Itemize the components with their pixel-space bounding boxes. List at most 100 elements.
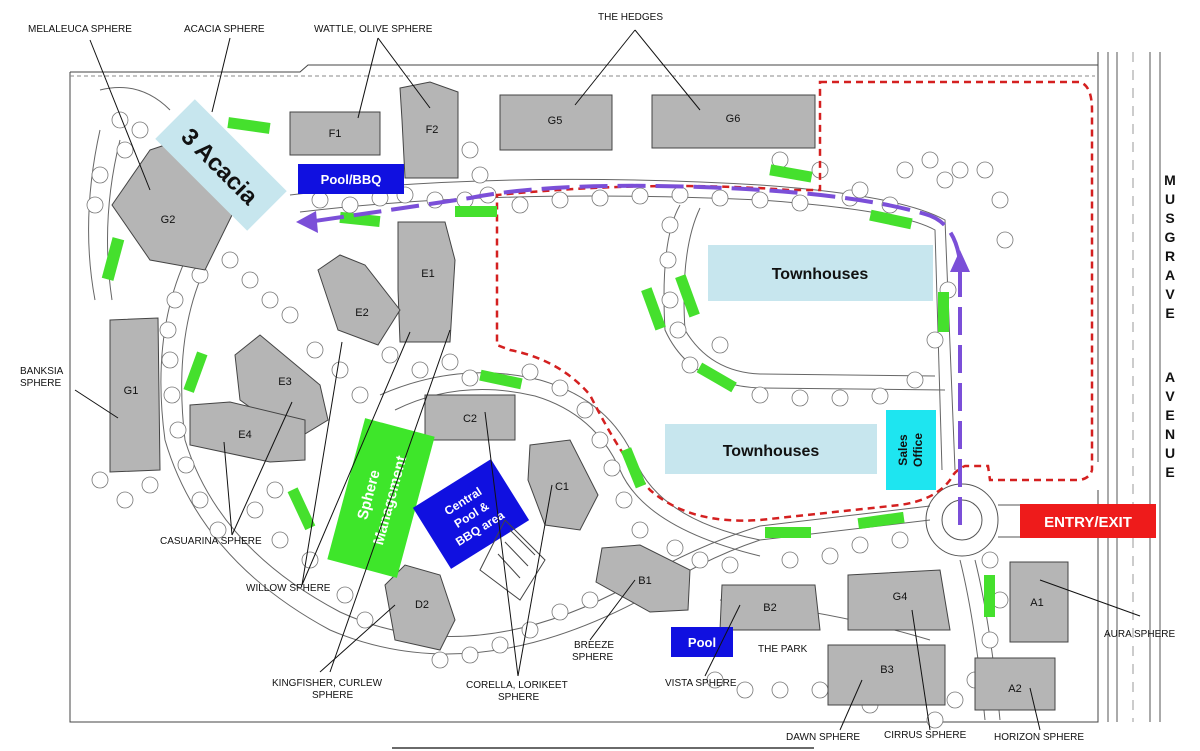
tree — [891, 531, 909, 549]
tree — [511, 196, 529, 214]
pool-label: Pool — [688, 635, 716, 650]
label-b1: B1 — [638, 575, 651, 587]
tree — [461, 141, 479, 159]
tree — [906, 371, 924, 389]
building-labels: F1 F2 G5 G6 G2 G1 E1 E2 E3 E4 C2 C1 D2 B… — [124, 113, 1044, 695]
building-b2 — [719, 584, 821, 631]
tree — [751, 386, 769, 404]
tree — [221, 251, 239, 269]
label-c2: C2 — [463, 413, 477, 425]
parking-strip — [183, 351, 208, 393]
callout-labels: MELALEUCA SPHERE ACACIA SPHERE WATTLE, O… — [20, 12, 1175, 743]
tree — [791, 389, 809, 407]
tree — [241, 271, 259, 289]
parking-strip — [227, 117, 271, 134]
parking-strip — [479, 369, 523, 390]
callout-corella-1: CORELLA, LORIKEET — [466, 680, 568, 691]
tree — [166, 291, 184, 309]
tree — [551, 379, 569, 397]
label-g1: G1 — [124, 385, 139, 397]
sales-office-label-1: Sales — [896, 434, 910, 466]
callout-banksia-1: BANKSIA — [20, 366, 64, 377]
street-letter: M — [1164, 172, 1176, 188]
tree — [169, 421, 187, 439]
tree — [996, 231, 1014, 249]
route-path — [307, 183, 962, 525]
tree — [576, 401, 594, 419]
tree — [266, 481, 284, 499]
central-pool-bbq-badge[interactable]: Central Pool & BBQ area — [412, 459, 530, 569]
tree — [631, 521, 649, 539]
parking-strip — [938, 292, 949, 332]
tree — [471, 166, 489, 184]
parking-strip — [869, 209, 913, 230]
callout-horizon: HORIZON SPHERE — [994, 732, 1084, 743]
entry-exit-badge[interactable]: ENTRY/EXIT — [1020, 504, 1156, 538]
tree — [91, 471, 109, 489]
tree — [631, 187, 649, 205]
tree — [851, 536, 869, 554]
tree — [461, 369, 479, 387]
tree — [721, 556, 739, 574]
parking-strip — [675, 274, 700, 318]
callout-vista: VISTA SPHERE — [665, 678, 737, 689]
label-b3: B3 — [880, 664, 893, 676]
building-f2 — [399, 81, 459, 179]
building-d2 — [384, 564, 456, 651]
tree — [411, 361, 429, 379]
tree — [551, 603, 569, 621]
tree — [591, 431, 609, 449]
street-letter: E — [1165, 305, 1174, 321]
street-letter: E — [1165, 407, 1174, 423]
street-letter: G — [1165, 229, 1176, 245]
entry-exit-label: ENTRY/EXIT — [1044, 514, 1132, 531]
building-c2 — [424, 394, 516, 441]
tree — [603, 459, 621, 477]
pool-badge[interactable]: Pool — [671, 627, 733, 657]
central-pool-structure — [479, 519, 546, 601]
tree — [131, 121, 149, 139]
callout-willow: WILLOW SPHERE — [246, 583, 331, 594]
callout-breeze-2: SPHERE — [572, 652, 613, 663]
callout-banksia-2: SPHERE — [20, 378, 61, 389]
townhouse-zone-upper: Townhouses — [708, 245, 933, 301]
building-a2 — [974, 657, 1056, 711]
callout-cirrus: CIRRUS SPHERE — [884, 730, 967, 741]
tree — [209, 521, 227, 539]
tree — [351, 386, 369, 404]
callout-kingfisher-2: SPHERE — [312, 690, 353, 701]
tree — [281, 306, 299, 324]
tree — [711, 336, 729, 354]
tree — [659, 251, 677, 269]
parking-areas — [101, 117, 995, 617]
site-boundary — [69, 52, 1099, 723]
tree — [491, 636, 509, 654]
tree — [951, 161, 969, 179]
street-letter: U — [1165, 191, 1175, 207]
tree — [161, 351, 179, 369]
tree — [431, 651, 449, 669]
label-e4: E4 — [238, 429, 251, 441]
tree — [191, 491, 209, 509]
tree — [661, 291, 679, 309]
tree — [456, 191, 474, 209]
tree — [581, 591, 599, 609]
access-route — [296, 183, 970, 525]
street-letter: A — [1165, 369, 1175, 385]
tree — [356, 611, 374, 629]
callout-kingfisher-1: KINGFISHER, CURLEW — [272, 678, 383, 689]
label-e2: E2 — [355, 307, 368, 319]
pool-bbq-badge[interactable]: Pool/BBQ — [298, 164, 404, 194]
sales-office-label-2: Office — [911, 433, 925, 467]
tree — [86, 196, 104, 214]
street-letter: V — [1165, 388, 1175, 404]
tree — [666, 539, 684, 557]
tree — [271, 531, 289, 549]
sphere-management-zone[interactable]: Sphere Management — [327, 418, 435, 578]
label-f1: F1 — [329, 128, 342, 140]
tree — [976, 161, 994, 179]
sales-office-badge[interactable]: Sales Office — [886, 410, 936, 490]
tree — [661, 216, 679, 234]
townhouse-development-boundary — [495, 80, 1094, 522]
